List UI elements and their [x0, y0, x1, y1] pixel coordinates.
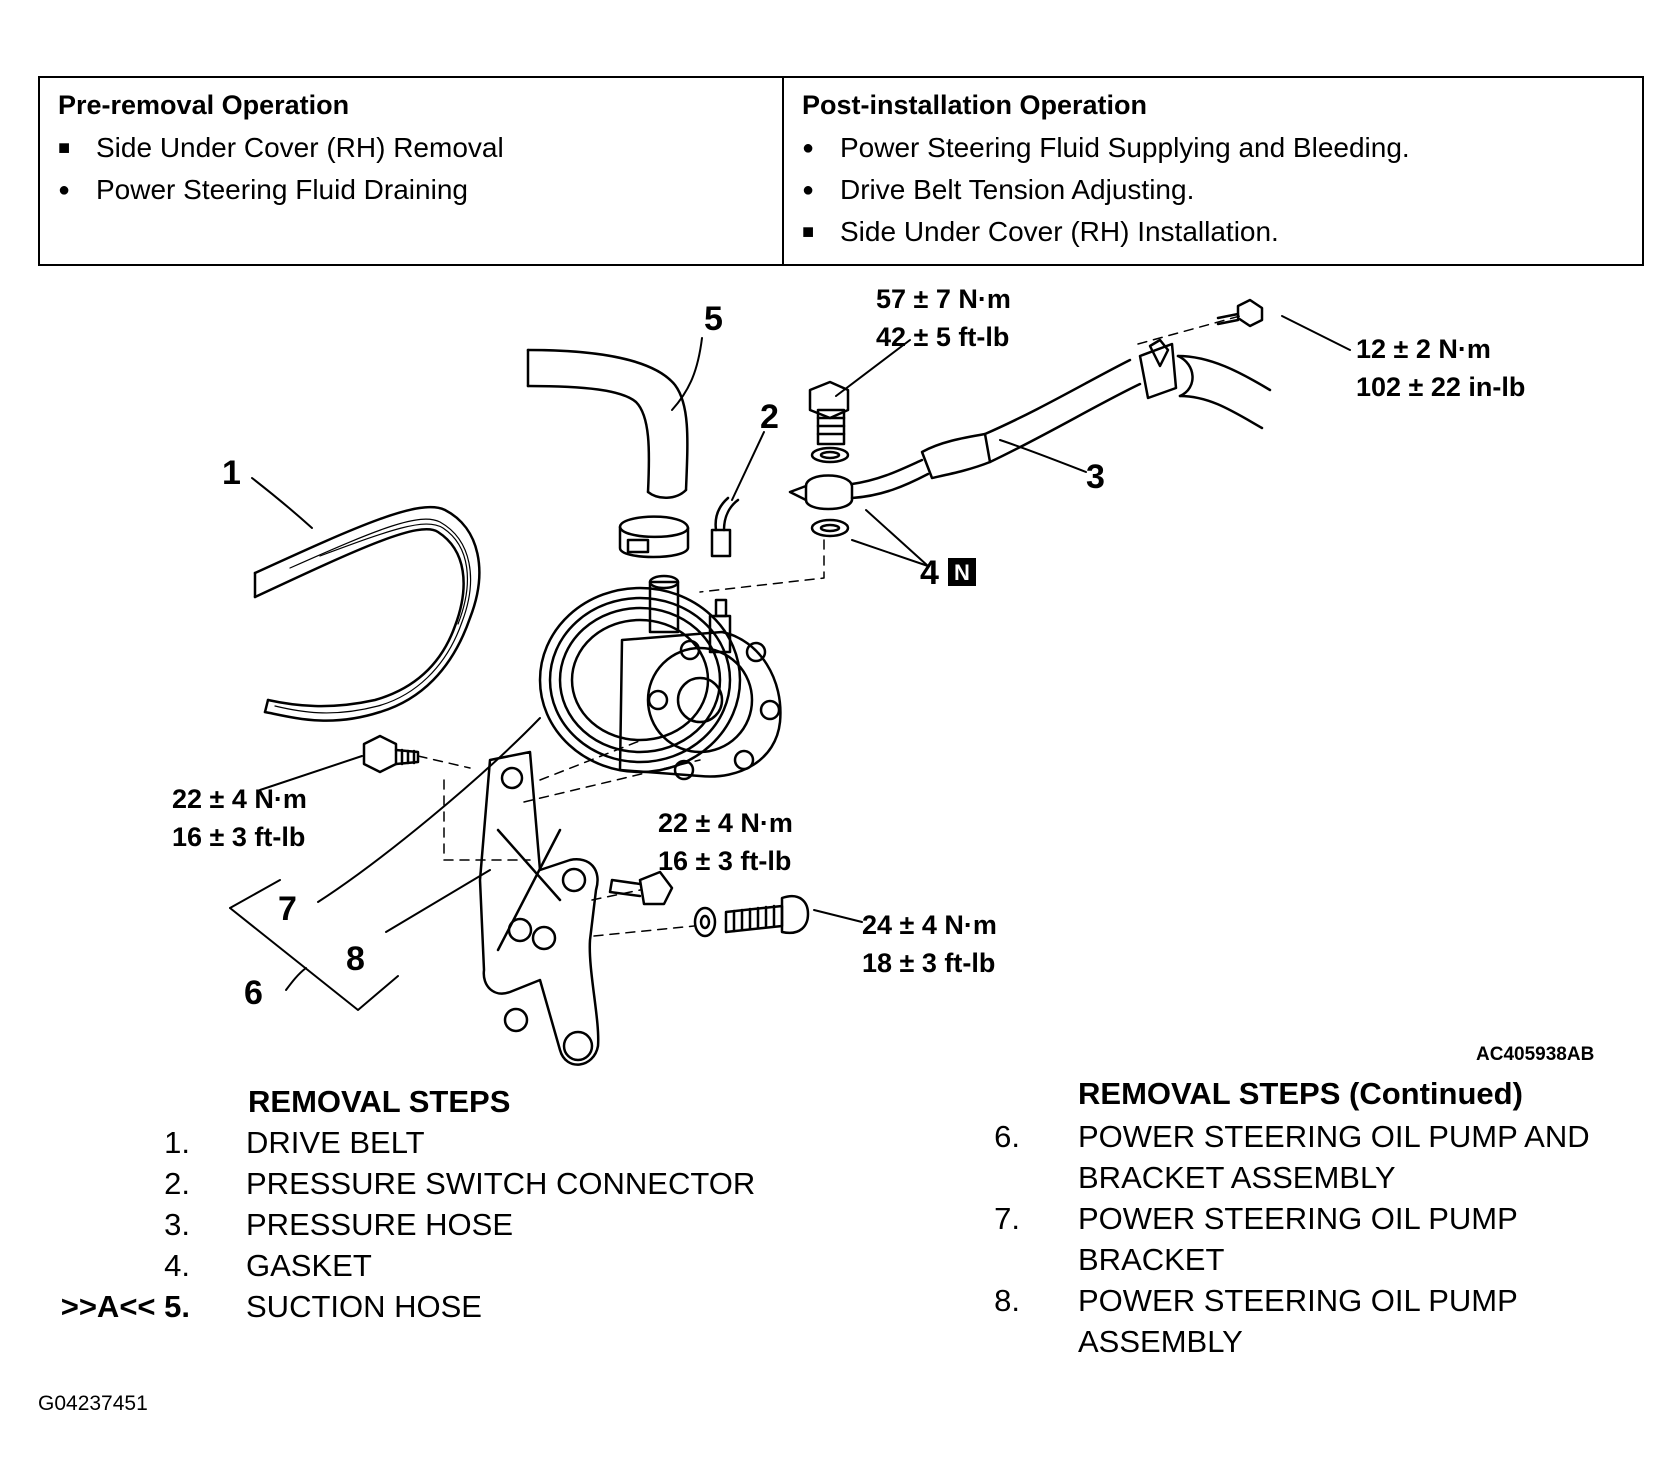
pre-removal-item: Power Steering Fluid Draining [96, 174, 468, 205]
callout-6: 6 [244, 974, 263, 1012]
step-text: POWER STEERING OIL PUMP ASSEMBLY [1078, 1283, 1518, 1359]
callout-3: 3 [1086, 458, 1105, 496]
bullet-icon: ■ [58, 137, 71, 159]
bullet-icon: ● [58, 179, 71, 201]
callout-5: 5 [704, 300, 723, 338]
callout-4: 4 [920, 554, 939, 592]
callout-8: 8 [346, 940, 365, 978]
bullet-icon: ● [802, 137, 815, 159]
hose-clamp-part [618, 515, 690, 559]
list-item: 3. PRESSURE HOSE [40, 1204, 860, 1245]
clamp-bolt-part [1216, 298, 1264, 328]
torque-clamp-metric: 12 ± 2 N·m [1356, 334, 1491, 364]
post-installation-item: Drive Belt Tension Adjusting. [840, 174, 1195, 205]
banjo-bolt-part [788, 380, 854, 538]
bullet-icon: ● [802, 179, 815, 201]
torque-long-bolt-imperial: 18 ± 3 ft-lb [862, 948, 995, 978]
list-item: >>A<< 5. SUCTION HOSE [40, 1286, 860, 1327]
list-item: 7. POWER STEERING OIL PUMP BRACKET [960, 1198, 1660, 1280]
figure-code: AC405938AB [1476, 1044, 1595, 1065]
drive-belt-part [253, 505, 481, 722]
list-item: 4. GASKET [40, 1245, 860, 1286]
torque-banjo-metric: 57 ± 7 N·m [876, 284, 1011, 314]
leader-lines [229, 315, 1351, 1011]
list-item: ● Power Steering Fluid Supplying and Blee… [802, 127, 1624, 169]
new-part-badge-icon [948, 558, 976, 586]
step-text: PRESSURE HOSE [246, 1207, 514, 1242]
bullet-icon: ■ [802, 221, 815, 243]
torque-upper-bolt-metric: 22 ± 4 N·m [172, 784, 307, 814]
pre-removal-column: Pre-removal Operation ■ Side Under Cover … [40, 78, 784, 264]
step-number: 3. [164, 1207, 190, 1242]
post-installation-list: ● Power Steering Fluid Supplying and Blee… [802, 127, 1624, 253]
callout-1: 1 [222, 454, 241, 492]
removal-steps-heading: REMOVAL STEPS [248, 1084, 511, 1119]
step-number: 1. [164, 1125, 190, 1160]
step-number: 2. [164, 1166, 190, 1201]
step-number: 4. [164, 1248, 190, 1283]
pump-bracket-part [478, 750, 600, 1066]
step-text: POWER STEERING OIL PUMP BRACKET [1078, 1201, 1518, 1277]
step-number: 6. [994, 1119, 1020, 1154]
torque-long-bolt-metric: 24 ± 4 N·m [862, 910, 997, 940]
torque-banjo-imperial: 42 ± 5 ft-lb [876, 322, 1009, 352]
pre-removal-title: Pre-removal Operation [58, 90, 350, 120]
list-item: 6. POWER STEERING OIL PUMP AND BRACKET AS… [960, 1116, 1660, 1198]
post-installation-item: Side Under Cover (RH) Installation. [840, 216, 1279, 247]
operations-table: Pre-removal Operation ■ Side Under Cover … [38, 76, 1644, 266]
post-installation-column: Post-installation Operation ● Power Steer… [784, 78, 1642, 264]
step-text: GASKET [246, 1248, 372, 1283]
alignment-dashes [417, 315, 1241, 937]
suction-hose-part [526, 348, 689, 499]
list-item: ■ Side Under Cover (RH) Installation. [802, 211, 1624, 253]
callout-2: 2 [760, 398, 779, 436]
removal-steps-continued-heading: REMOVAL STEPS (Continued) [1078, 1076, 1523, 1111]
document-code: G04237451 [38, 1392, 148, 1415]
oil-pump-part [538, 574, 782, 781]
bracket-bolt-part [608, 870, 674, 906]
torque-upper-bolt-imperial: 16 ± 3 ft-lb [172, 822, 305, 852]
pre-removal-list: ■ Side Under Cover (RH) Removal ● Power St… [58, 127, 764, 211]
pre-removal-item: Side Under Cover (RH) Removal [96, 132, 504, 163]
step-number: 8. [994, 1283, 1020, 1318]
list-item: 8. POWER STEERING OIL PUMP ASSEMBLY [960, 1280, 1660, 1362]
list-item: 2. PRESSURE SWITCH CONNECTOR [40, 1163, 860, 1204]
list-item: ● Drive Belt Tension Adjusting. [802, 169, 1624, 211]
callout-7: 7 [278, 890, 297, 928]
exploded-diagram: 1 5 2 3 4 N 7 8 6 57 ± 7 N·m 42 ± 5 ft-l… [172, 284, 1525, 1066]
torque-clamp-imperial: 102 ± 22 in-lb [1356, 372, 1525, 402]
step-text: SUCTION HOSE [246, 1289, 482, 1324]
list-item: ● Power Steering Fluid Draining [58, 169, 764, 211]
pressure-hose-part [850, 338, 1272, 500]
list-item: 1. DRIVE BELT [40, 1122, 860, 1163]
new-part-badge-label: N [954, 560, 970, 585]
step-text: DRIVE BELT [246, 1125, 425, 1160]
step-number: >>A<< 5. [60, 1289, 190, 1324]
post-installation-title: Post-installation Operation [802, 90, 1148, 120]
bracket-upper-bolt-part [362, 734, 420, 774]
step-text: POWER STEERING OIL PUMP AND BRACKET ASSE… [1078, 1119, 1590, 1195]
long-bolt-part [693, 895, 810, 938]
pressure-switch-connector-part [710, 496, 740, 558]
step-text: PRESSURE SWITCH CONNECTOR [246, 1166, 756, 1201]
list-item: ■ Side Under Cover (RH) Removal [58, 127, 764, 169]
step-number: 7. [994, 1201, 1020, 1236]
post-installation-item: Power Steering Fluid Supplying and Bleed… [840, 132, 1410, 163]
removal-steps-continued-list: 6. POWER STEERING OIL PUMP AND BRACKET AS… [960, 1116, 1660, 1362]
removal-steps-list: 1. DRIVE BELT 2. PRESSURE SWITCH CONNECTOR… [40, 1122, 860, 1327]
torque-bracket-bolt-imperial: 16 ± 3 ft-lb [658, 846, 791, 876]
torque-bracket-bolt-metric: 22 ± 4 N·m [658, 808, 793, 838]
